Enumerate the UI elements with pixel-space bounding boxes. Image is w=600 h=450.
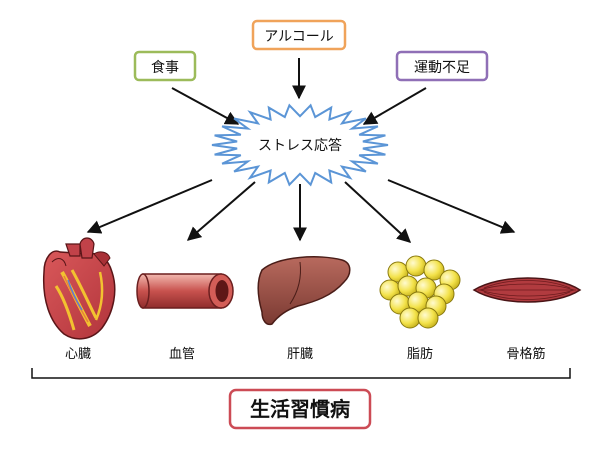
stress-response-burst: ストレス応答: [211, 103, 389, 187]
output-arrows: [86, 179, 516, 243]
heart-icon: [42, 237, 116, 340]
organ-label-vessel: 血管: [169, 347, 195, 362]
organ-label-heart: 心臓: [65, 347, 91, 362]
fat-cells-icon: [379, 255, 461, 329]
fat-cell: [417, 307, 439, 329]
arrow-stress-to-vessel: [186, 181, 256, 241]
arrow-stress-to-fat: [344, 181, 412, 243]
grouping-bracket: [31, 368, 571, 379]
stress-response-label: ストレス応答: [258, 137, 342, 154]
cause-label-alcohol: アルコール: [264, 29, 334, 45]
cause-box-exercise: 運動不足: [395, 50, 489, 82]
cause-box-diet: 食事: [133, 50, 197, 82]
arrow-stress-to-heart: [86, 179, 213, 234]
fat-cell: [423, 259, 445, 281]
arrow-exercise-to-stress: [362, 87, 427, 125]
cause-box-alcohol: アルコール: [251, 19, 347, 51]
blood-vessel-icon: [136, 273, 234, 309]
input-arrows: [171, 58, 427, 125]
result-label: 生活習慣病: [250, 397, 350, 421]
fat-cell: [399, 307, 421, 329]
organ-label-muscle: 骨格筋: [506, 346, 545, 362]
cause-label-diet: 食事: [151, 59, 179, 76]
organ-label-liver: 肝臓: [287, 347, 313, 362]
arrow-diet-to-stress: [171, 87, 240, 125]
arrow-stress-to-muscle: [387, 179, 516, 234]
result-box: 生活習慣病: [228, 388, 372, 430]
fat-cell: [405, 255, 427, 277]
liver-icon: [257, 256, 351, 326]
organ-label-fat: 脂肪: [407, 346, 433, 362]
cause-label-exercise: 運動不足: [414, 60, 470, 76]
skeletal-muscle-icon: [472, 277, 582, 303]
